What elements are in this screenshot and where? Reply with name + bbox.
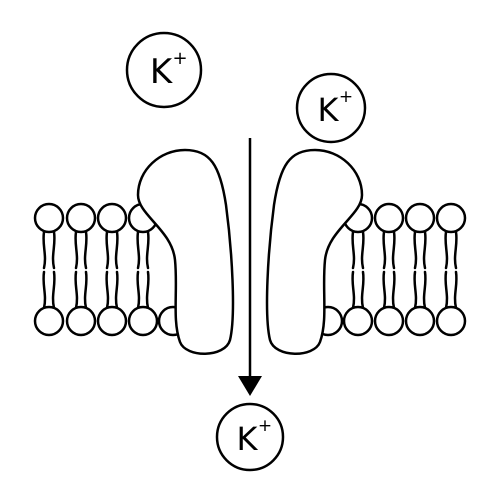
potassium-ion-top-left: K + bbox=[125, 31, 203, 109]
lipid-head bbox=[404, 202, 436, 234]
lipid-head bbox=[373, 202, 405, 234]
channel-protein-left bbox=[136, 148, 235, 355]
potassium-ion-top-right: K + bbox=[295, 72, 367, 144]
svg-text:+: + bbox=[172, 48, 187, 69]
svg-text:K: K bbox=[318, 91, 340, 129]
lipid-head bbox=[96, 305, 128, 337]
lipid-head bbox=[435, 305, 467, 337]
lipid-head bbox=[65, 202, 97, 234]
svg-text:K: K bbox=[237, 420, 259, 458]
lipid-head bbox=[127, 305, 159, 337]
svg-text:K: K bbox=[150, 52, 174, 92]
lipid-head bbox=[435, 202, 467, 234]
svg-text:+: + bbox=[258, 416, 272, 436]
lipid-head bbox=[373, 305, 405, 337]
lipid-bilayer-right bbox=[312, 202, 467, 337]
lipid-head bbox=[33, 202, 65, 234]
lipid-head bbox=[342, 305, 374, 337]
svg-text:+: + bbox=[339, 87, 353, 107]
lipid-head bbox=[96, 202, 128, 234]
lipid-head bbox=[33, 305, 65, 337]
down-arrow-icon bbox=[238, 138, 262, 396]
potassium-ion-bottom: K + bbox=[215, 402, 285, 472]
lipid-head bbox=[404, 305, 436, 337]
lipid-head bbox=[65, 305, 97, 337]
channel-protein-right bbox=[265, 148, 364, 355]
